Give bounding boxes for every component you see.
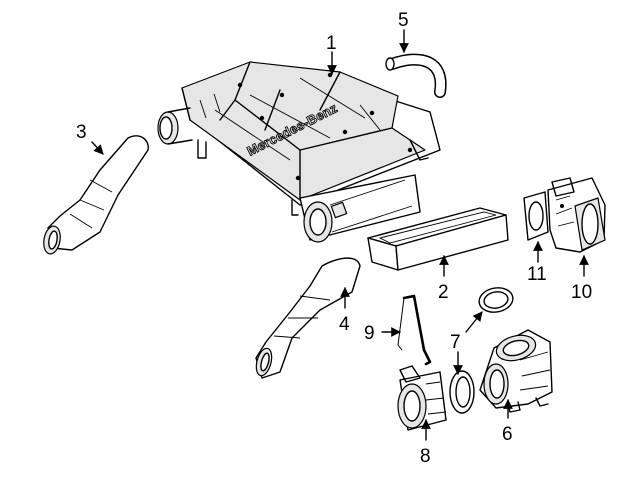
callout-6: 6 — [502, 424, 513, 445]
leader-7b — [465, 311, 483, 333]
leader-3 — [91, 141, 104, 155]
intake-duct-upper — [43, 135, 149, 255]
gasket-strip — [397, 294, 432, 366]
seal-ring-upper — [478, 287, 514, 313]
callout-2: 2 — [438, 282, 449, 303]
breather-hose — [385, 53, 447, 98]
callout-9: 9 — [364, 323, 375, 344]
callout-numbers: 1 2 3 4 5 6 7 8 9 10 11 — [76, 10, 592, 467]
callout-8: 8 — [420, 446, 431, 467]
mass-air-flow-sensor — [397, 365, 447, 431]
callout-7: 7 — [450, 332, 461, 353]
callout-10: 10 — [571, 282, 592, 303]
intake-duct-lower — [255, 257, 361, 379]
air-cleaner-housing: Mercedes-Benz — [157, 61, 441, 243]
callout-1: 1 — [326, 33, 337, 54]
seal-ring-lower — [449, 370, 475, 414]
callout-leaders — [91, 29, 589, 441]
throttle-gasket — [523, 191, 549, 241]
callout-5: 5 — [398, 10, 409, 31]
air-duct-housing — [479, 329, 553, 413]
callout-3: 3 — [76, 122, 87, 143]
callout-11: 11 — [527, 264, 547, 285]
air-filter-element — [367, 207, 509, 271]
throttle-body — [547, 177, 606, 253]
callout-4: 4 — [339, 314, 350, 335]
